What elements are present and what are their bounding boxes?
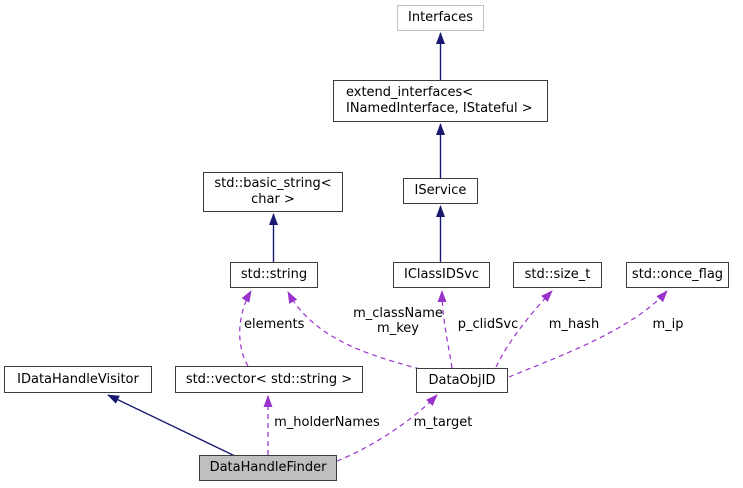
node-idatahandlevisitor[interactable]: IDataHandleVisitor	[4, 366, 152, 393]
node-std-string[interactable]: std::string	[230, 262, 318, 288]
node-std-vector[interactable]: std::vector< std::string >	[175, 366, 363, 393]
node-datahandlefinder: DataHandleFinder	[199, 455, 337, 481]
node-dataobjid[interactable]: DataObjID	[416, 368, 508, 393]
node-iclassidsvc[interactable]: IClassIDSvc	[393, 262, 490, 288]
edge-label-m-hash: m_hash	[548, 317, 600, 332]
node-std-basic-string[interactable]: std::basic_string< char >	[203, 172, 343, 212]
edge-label-m-ip: m_ip	[652, 317, 684, 332]
edge-label-m-classname-m-key: m_className m_key	[353, 306, 443, 336]
edge-usage-m-ip	[508, 290, 668, 378]
edge-label-elements: elements	[244, 317, 305, 332]
edge-label-m-target: m_target	[413, 415, 473, 430]
edge-label-m-holdernames: m_holderNames	[274, 415, 380, 430]
node-std-once-flag[interactable]: std::once_flag	[626, 262, 729, 288]
node-extend-interfaces[interactable]: extend_interfaces< INamedInterface, ISta…	[333, 80, 548, 122]
node-std-size-t[interactable]: std::size_t	[513, 262, 602, 288]
node-interfaces: Interfaces	[397, 5, 484, 31]
node-iservice[interactable]: IService	[403, 178, 478, 204]
edge-inheritance-datahandlefinder-to-idatahandlevisitor	[107, 394, 238, 458]
edge-label-p-clidsvc: p_clidSvc	[457, 317, 519, 332]
